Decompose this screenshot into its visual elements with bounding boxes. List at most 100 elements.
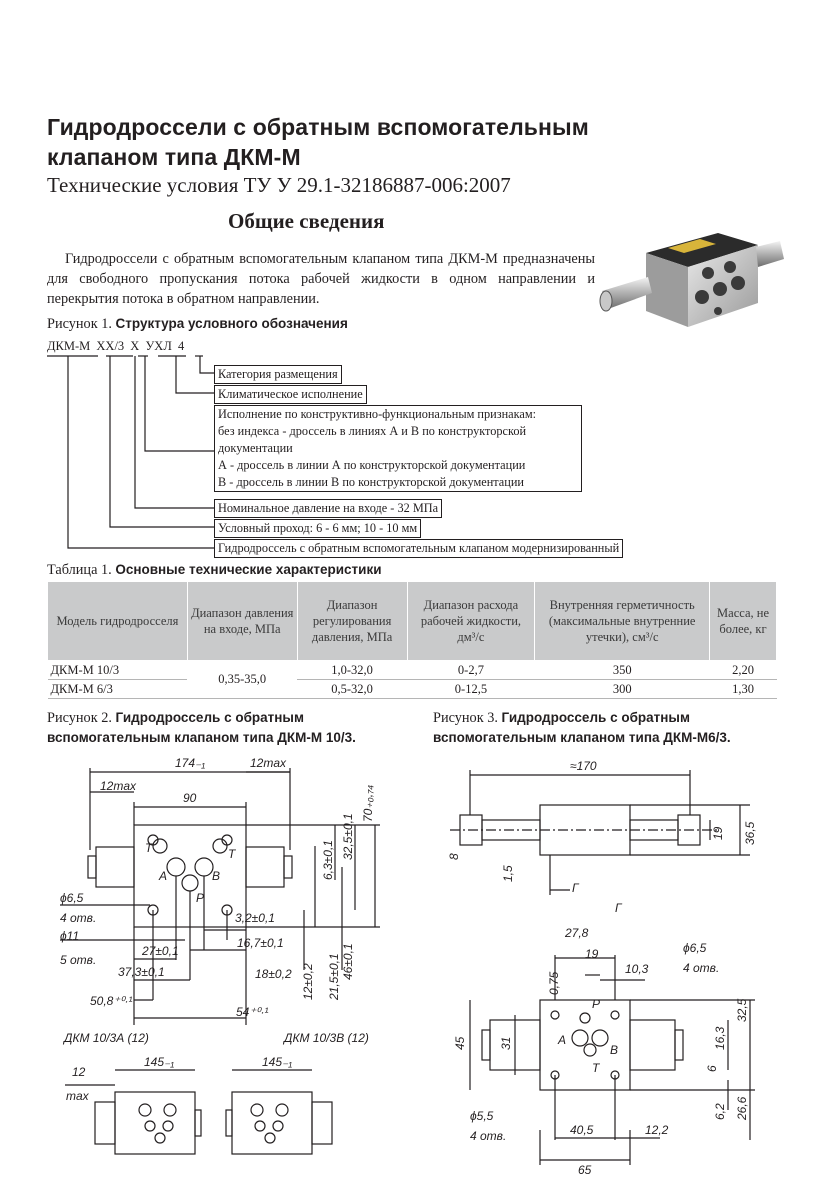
cell-mass: 1,30 [709, 679, 777, 699]
port-t-left: T [145, 841, 154, 855]
title-line-2: клапаном типа ДКМ-М [47, 144, 301, 170]
header-model: Модель гидродросселя [47, 581, 188, 661]
table-row: ДКМ-М 6/3 0,5-32,0 0-12,5 300 1,30 [47, 679, 777, 699]
port-b: B [610, 1043, 618, 1057]
legend-bore: Условный проход: 6 - 6 мм; 10 - 10 мм [214, 519, 422, 538]
figure2-drawing: 174₋₁ 12max 12max 90 70₊₀,₇₄ 32,5±0,1 6,… [60, 756, 380, 1155]
dim-5-holes: 5 отв. [60, 953, 96, 967]
dim-12max-right: 12max [250, 756, 287, 770]
spec-table: Модель гидродросселя Диапазон давления н… [47, 581, 777, 699]
dim-phi11: ϕ11 [60, 929, 79, 943]
dim-174: 174₋₁ [175, 756, 205, 770]
dim-26-6: 26,6 [735, 1096, 749, 1121]
legend-variant-line-1: Исполнение по конструктивно-функциональн… [218, 407, 537, 421]
dim-4-holes-bottom: 4 отв. [470, 1129, 506, 1143]
dim-19: 19 [585, 947, 599, 961]
legend-category: Категория размещения [214, 365, 342, 384]
cell-inlet: 0,35-35,0 [187, 660, 298, 699]
port-a: A [158, 869, 167, 883]
code-part-category: 4 [177, 339, 185, 353]
document-title: Гидродроссели с обратным вспомогательным… [47, 112, 589, 172]
port-p: P [196, 891, 204, 905]
dim-70: 70₊₀,₇₄ [361, 785, 375, 822]
dim-46: 46±0,1 [341, 943, 355, 980]
table1-caption: Таблица 1. Основные технические характер… [47, 562, 382, 579]
cell-model: ДКМ-М 6/3 [47, 679, 188, 699]
intro-paragraph: Гидродроссели с обратным вспомогательным… [47, 251, 595, 307]
cell-reg: 0,5-32,0 [297, 679, 408, 699]
legend-pressure: Номинальное давление на входе - 32 МПа [214, 499, 443, 518]
dim-50-8: 50,8⁺⁰·¹ [90, 994, 133, 1008]
cell-reg: 1,0-32,0 [297, 660, 408, 680]
figure1-caption: Рисунок 1. Структура условного обозначен… [47, 316, 348, 333]
dim-40-5: 40,5 [570, 1123, 594, 1137]
dim-4-holes: 4 отв. [60, 911, 96, 925]
variant-a-label: ДКМ 10/3А (12) [62, 1031, 149, 1045]
figure3-drawing: ≈170 36,5 19 8 1,5 Г Г 27,8 19 10,3 ϕ6,5… [447, 759, 757, 1177]
product-photo [599, 233, 784, 327]
legend-climate: Климатическое исполнение [214, 385, 367, 404]
designation-code: ДКМ-М ХХ/3 Х УХЛ 4 [47, 339, 187, 354]
dim-37-3: 37,3±0,1 [118, 965, 165, 979]
figure2-caption-title-1: Гидродроссель с обратным [115, 710, 304, 725]
variant-max-value: 12 [72, 1065, 86, 1079]
dim-54: 54⁺⁰·¹ [236, 1005, 268, 1019]
dim-6-2: 6,2 [713, 1103, 727, 1120]
figure3-caption-title-1: Гидродроссель с обратным [501, 710, 690, 725]
dim-0-75: 0,75 [547, 971, 561, 995]
dim-27: 27±0,1 [141, 944, 179, 958]
dim-16-7: 16,7±0,1 [237, 936, 284, 950]
figure1-caption-prefix: Рисунок 1. [47, 316, 112, 332]
dim-8: 8 [447, 853, 461, 860]
designation-leader-lines [47, 355, 214, 549]
dim-27-8: 27,8 [564, 926, 589, 940]
code-part-climate: УХЛ [145, 339, 172, 353]
cell-leak: 350 [534, 660, 710, 680]
dim-21-5: 21,5±0,1 [327, 953, 341, 1001]
section-mark-2: Г [615, 901, 623, 915]
code-part-model: ДКМ-М [47, 339, 91, 353]
dim-16-3: 16,3 [713, 1026, 727, 1050]
dim-phi6-5: ϕ6,5 [683, 941, 707, 955]
table-row: ДКМ-М 10/3 0,35-35,0 1,0-32,0 0-2,7 350 … [47, 660, 777, 699]
figure3-caption-prefix: Рисунок 3. [433, 710, 498, 726]
variant-b-label: ДКМ 10/3В (12) [282, 1031, 369, 1045]
dim-31: 31 [499, 1037, 513, 1050]
cell-mass: 2,20 [709, 660, 777, 680]
dim-4-holes-top: 4 отв. [683, 961, 719, 975]
dim-19-side: 19 [711, 826, 725, 840]
port-t: T [592, 1061, 601, 1075]
legend-model: Гидродроссель с обратным вспомогательным… [214, 539, 624, 558]
legend-variant: Исполнение по конструктивно-функциональн… [214, 405, 582, 492]
header-flow: Диапазон расхода рабочей жидкости, дм³/с [406, 581, 536, 661]
variant-b-dim: 145₋₁ [262, 1055, 292, 1069]
dim-12: 12±0,2 [301, 963, 315, 1000]
dim-36-5: 36,5 [743, 821, 757, 845]
header-mass: Масса, не более, кг [709, 581, 777, 661]
table1-caption-prefix: Таблица 1. [47, 562, 112, 578]
header-reg: Диапазон регулирования давления, МПа [296, 581, 408, 661]
cell-flow: 0-2,7 [407, 660, 535, 680]
figure2-caption: Рисунок 2. Гидродроссель с обратным вспо… [47, 708, 356, 748]
figure3-caption: Рисунок 3. Гидродроссель с обратным вспо… [433, 708, 731, 748]
cell-leak: 300 [534, 679, 710, 699]
legend-variant-line-5: В - дроссель в линии В по конструкторско… [218, 475, 525, 489]
dim-phi5-5: ϕ5,5 [470, 1109, 494, 1123]
port-t-right: T [228, 847, 237, 861]
legend-variant-line-3: документации [218, 441, 293, 455]
dim-phi6-5: ϕ6,5 [60, 891, 84, 905]
legend-variant-line-2: без индекса - дроссель в линиях А и В по… [218, 424, 527, 438]
figure2-caption-title-2: вспомогательным клапаном типа ДКМ-М 10/3… [47, 730, 356, 745]
dim-18: 18±0,2 [255, 967, 292, 981]
table1-caption-title: Основные технические характеристики [115, 562, 382, 577]
dim-65: 65 [578, 1163, 592, 1177]
dim-1-5: 1,5 [501, 865, 515, 882]
header-leak: Внутренняя герметичность (максимальные в… [534, 581, 711, 661]
dim-45: 45 [453, 1036, 467, 1050]
dim-6-3: 6,3±0,1 [321, 840, 335, 880]
cell-flow: 0-12,5 [407, 679, 535, 699]
legend-variant-line-4: А - дроссель в линии А по конструкторско… [218, 458, 526, 472]
section-title: Общие сведения [228, 209, 385, 233]
variant-max-label: max [66, 1089, 90, 1103]
document-subtitle: Технические условия ТУ У 29.1-32186887-0… [47, 173, 511, 197]
